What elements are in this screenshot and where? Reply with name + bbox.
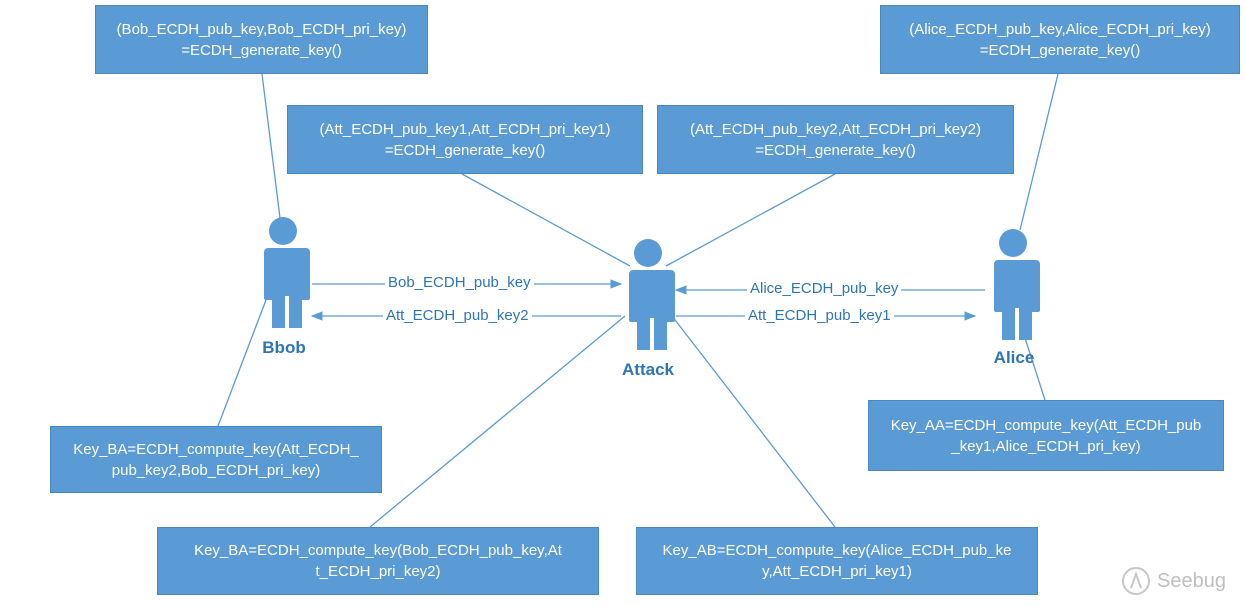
bob-generate-key-line2: =ECDH_generate_key() (181, 41, 342, 59)
seebug-logo-icon (1122, 567, 1151, 595)
msg-alice-pub-key: Alice_ECDH_pub_key (747, 280, 902, 297)
alice-name-label: Alice (993, 348, 1035, 367)
msg-att-pub-key2: Att_ECDH_pub_key2 (383, 307, 532, 324)
seebug-watermark-text: Seebug (1157, 569, 1226, 592)
bob-name-label: Bbob (262, 338, 306, 357)
bob-generate-key-box: (Bob_ECDH_pub_key,Bob_ECDH_pri_key) =ECD… (95, 5, 428, 74)
line-attgen2-attack (665, 173, 836, 267)
attack-name-label: Attack (622, 360, 674, 379)
att-generate-key2-line1: (Att_ECDH_pub_key2,Att_ECDH_pri_key2) (690, 120, 981, 138)
alice-compute-key-box: Key_AA=ECDH_compute_key(Att_ECDH_pub _ke… (868, 400, 1224, 471)
alice-compute-key-line2: _key1,Alice_ECDH_pri_key) (951, 437, 1141, 455)
line-bob-bobcompute (217, 299, 267, 427)
line-attgen1-attack (461, 173, 631, 267)
attack-person-icon (625, 239, 675, 350)
line-attack-computeab (671, 315, 836, 528)
att-compute-key-ab-line1: Key_AB=ECDH_compute_key(Alice_ECDH_pub_k… (662, 542, 1012, 559)
msg-att-pub-key1: Att_ECDH_pub_key1 (745, 307, 894, 324)
att-compute-key-ba-line1: Key_BA=ECDH_compute_key(Bob_ECDH_pub_key… (194, 542, 562, 559)
line-alicegen-alice (1019, 73, 1059, 231)
att-compute-key-ab-box: Key_AB=ECDH_compute_key(Alice_ECDH_pub_k… (636, 527, 1038, 595)
alice-compute-key-line1: Key_AA=ECDH_compute_key(Att_ECDH_pub (890, 416, 1202, 434)
att-compute-key-ba-box: Key_BA=ECDH_compute_key(Bob_ECDH_pub_key… (157, 527, 599, 595)
alice-person-icon (990, 229, 1040, 340)
att-generate-key2-box: (Att_ECDH_pub_key2,Att_ECDH_pri_key2) =E… (657, 105, 1014, 174)
bob-compute-key-line1: Key_BA=ECDH_compute_key(Att_ECDH_ (73, 440, 359, 458)
bob-person-icon (260, 217, 310, 328)
att-compute-key-ab-line2: y,Att_ECDH_pri_key1) (762, 563, 912, 580)
alice-generate-key-line1: (Alice_ECDH_pub_key,Alice_ECDH_pri_key) (909, 20, 1211, 38)
line-attack-computeba (369, 315, 626, 528)
att-generate-key1-line2: =ECDH_generate_key() (384, 141, 546, 159)
bob-generate-key-line1: (Bob_ECDH_pub_key,Bob_ECDH_pri_key) (116, 20, 407, 38)
bob-compute-key-box: Key_BA=ECDH_compute_key(Att_ECDH_ pub_ke… (50, 426, 382, 493)
alice-generate-key-line2: =ECDH_generate_key() (979, 41, 1141, 59)
line-alice-alicecompute (1024, 337, 1046, 401)
att-generate-key2-line2: =ECDH_generate_key() (755, 141, 916, 159)
seebug-watermark: Seebug (1121, 566, 1226, 596)
att-generate-key1-line1: (Att_ECDH_pub_key1,Att_ECDH_pri_key1) (319, 120, 611, 138)
att-compute-key-ba-line2: t_ECDH_pri_key2) (315, 563, 441, 580)
bob-compute-key-line2: pub_key2,Bob_ECDH_pri_key) (111, 461, 321, 479)
line-bobgen-bob (261, 73, 281, 219)
msg-bob-pub-key: Bob_ECDH_pub_key (385, 274, 534, 291)
alice-generate-key-box: (Alice_ECDH_pub_key,Alice_ECDH_pri_key) … (880, 5, 1240, 74)
att-generate-key1-box: (Att_ECDH_pub_key1,Att_ECDH_pri_key1) =E… (287, 105, 643, 174)
